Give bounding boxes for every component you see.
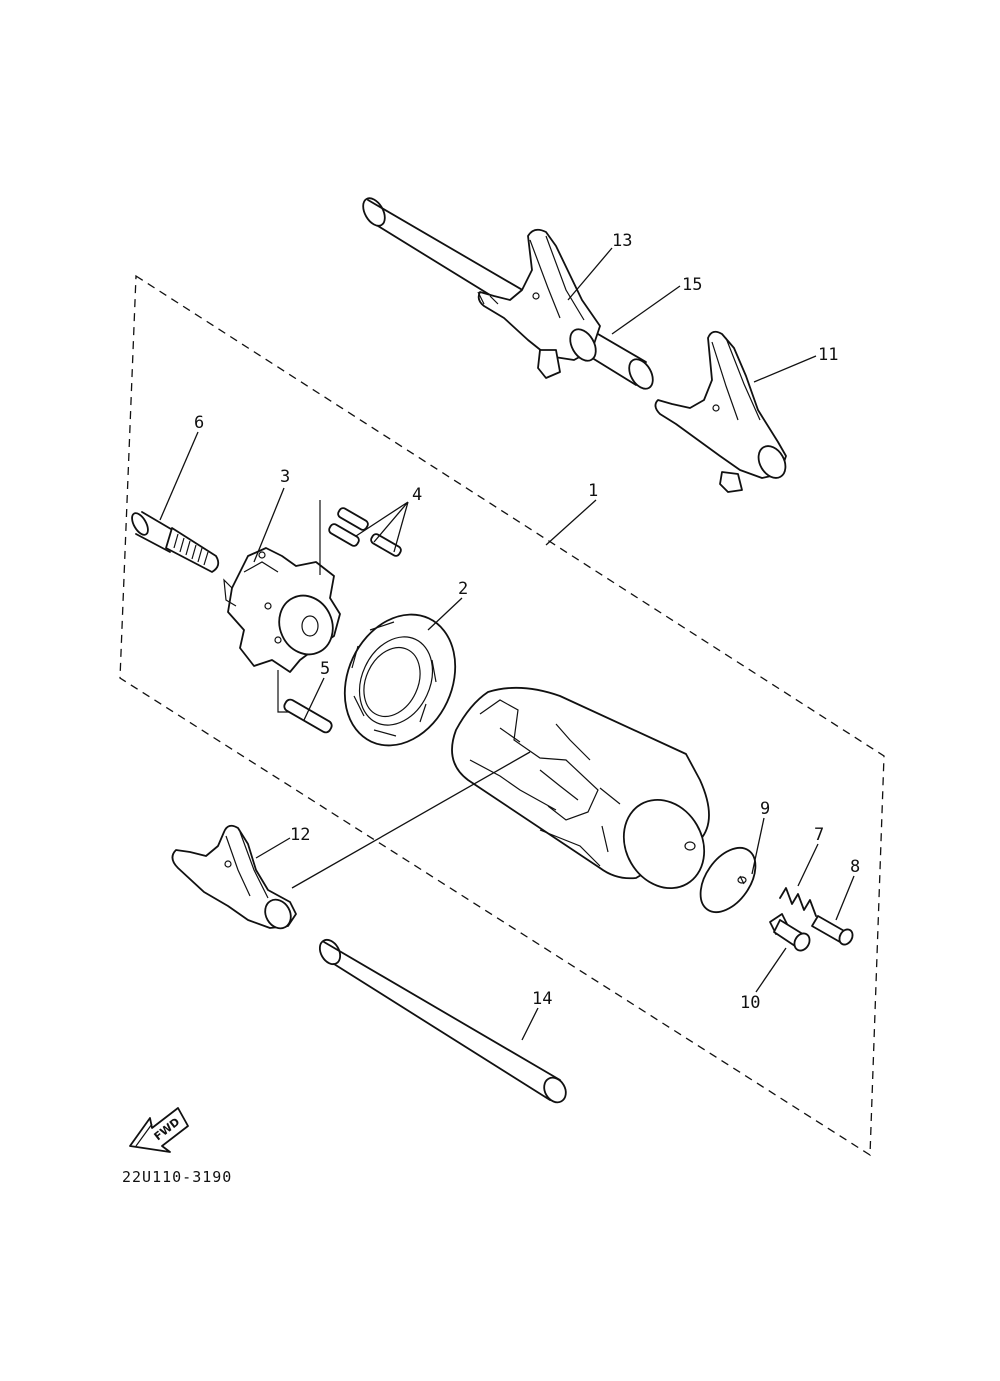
callout-8: 8	[850, 857, 860, 877]
guide-bar-upper	[362, 197, 654, 390]
screw-10	[769, 913, 811, 952]
callout-7: 7	[814, 825, 824, 845]
shift-fork-13	[477, 228, 601, 379]
callout-3: 3	[280, 467, 290, 487]
pin-5	[283, 698, 333, 734]
callout-11: 11	[818, 345, 838, 365]
callout-6: 6	[194, 413, 204, 433]
fwd-arrow-icon: FWD	[129, 1107, 189, 1153]
diagram-code: 22U110-3190	[122, 1168, 232, 1186]
callout-15: 15	[682, 275, 702, 295]
assembly-boundary	[119, 274, 885, 1157]
bearing-2	[343, 613, 457, 747]
callout-1: 1	[588, 481, 598, 501]
callout-9: 9	[760, 799, 770, 819]
guide-bar-lower	[318, 938, 567, 1104]
plate-9	[699, 847, 757, 913]
callouts: 1 2 3 4 5 6 7 8 9 10 11 12 13 14 15	[194, 231, 860, 1013]
callout-5: 5	[320, 659, 330, 679]
segment-3	[223, 547, 341, 673]
shift-drum-1	[451, 686, 710, 890]
spring-7	[779, 887, 817, 917]
callout-13: 13	[612, 231, 632, 251]
callout-10: 10	[740, 993, 760, 1013]
callout-12: 12	[290, 825, 310, 845]
callout-14: 14	[532, 989, 552, 1009]
callout-4: 4	[412, 485, 422, 505]
shift-fork-12	[171, 824, 297, 930]
shift-fork-11	[654, 330, 787, 493]
pins-4	[328, 507, 402, 557]
callout-2: 2	[458, 579, 468, 599]
leader-lines	[159, 247, 855, 1041]
plunger-8	[811, 915, 854, 946]
bolt-6	[131, 511, 220, 573]
